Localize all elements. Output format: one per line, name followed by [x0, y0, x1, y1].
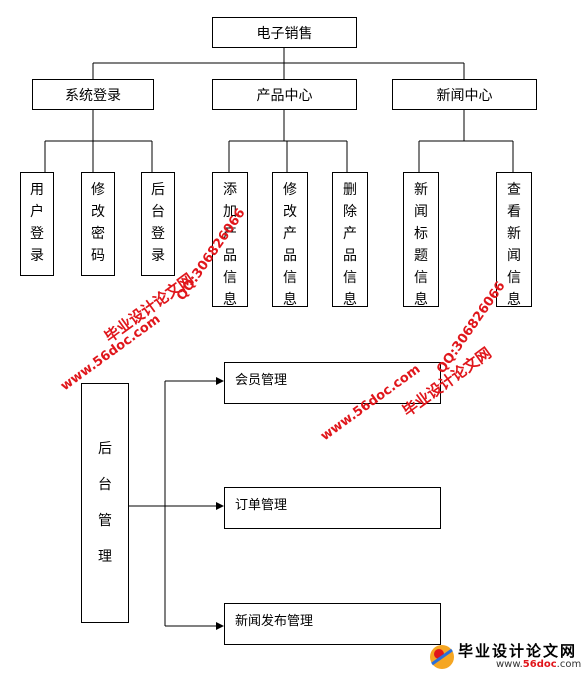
item-label: 会员管理: [235, 373, 288, 388]
leaf-label: 修改产品信息: [283, 182, 297, 308]
node-system-login: 系统登录: [32, 79, 154, 110]
leaf-admin-login: 后台登录: [141, 172, 175, 276]
leaf-label: 添加产品信息: [223, 182, 237, 308]
item-label: 订单管理: [235, 498, 288, 513]
leaf-label: 新闻标题信息: [414, 182, 428, 308]
leaf-edit-product: 修改产品信息: [272, 172, 308, 308]
leaf-add-product: 添加产品信息: [212, 172, 248, 308]
node-label: 新闻中心: [436, 87, 493, 104]
leaf-label: 修改密码: [91, 182, 105, 264]
admin-item-member: 会员管理: [224, 362, 441, 404]
leaf-change-password: 修改密码: [81, 172, 115, 276]
leaf-delete-product: 删除产品信息: [332, 172, 368, 308]
site-logo: 毕业设计论文网 www.56doc.com: [428, 640, 586, 673]
root-label: 电子销售: [256, 25, 313, 42]
node-label: 产品中心: [256, 87, 313, 104]
node-label: 系统登录: [65, 87, 121, 104]
admin-item-news-publish: 新闻发布管理: [224, 603, 441, 645]
leaf-label: 用户登录: [30, 182, 44, 264]
logo-emblem-icon: [430, 645, 454, 669]
admin-item-order: 订单管理: [224, 487, 441, 529]
node-product-center: 产品中心: [212, 79, 357, 110]
admin-node: 后台管理: [81, 383, 129, 623]
leaf-view-news: 查看新闻信息: [496, 172, 532, 308]
node-news-center: 新闻中心: [392, 79, 537, 110]
item-label: 新闻发布管理: [235, 614, 314, 629]
root-node: 电子销售: [212, 17, 357, 48]
logo-title: 毕业设计论文网: [458, 642, 578, 660]
leaf-label: 后台登录: [151, 182, 165, 264]
leaf-user-login: 用户登录: [20, 172, 54, 276]
leaf-news-title: 新闻标题信息: [403, 172, 439, 308]
admin-label: 后台管理: [98, 441, 112, 565]
leaf-label: 查看新闻信息: [507, 182, 521, 308]
logo-url: www.56doc.com: [496, 659, 582, 670]
leaf-label: 删除产品信息: [343, 182, 357, 308]
